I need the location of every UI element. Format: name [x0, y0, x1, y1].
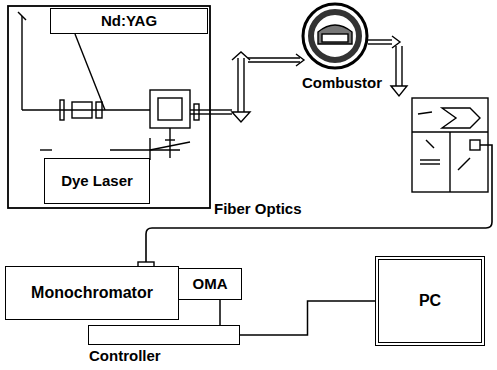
detector-box: OMA	[178, 268, 242, 300]
laser-box: Nd:YAG	[50, 8, 208, 34]
node-label: OMA	[193, 276, 228, 293]
instrument-box: Monochromator	[5, 266, 179, 320]
computer-monitor: PC	[375, 256, 485, 346]
node-label: Monochromator	[31, 284, 153, 302]
controller-box: Controller	[88, 325, 240, 345]
cable	[220, 300, 221, 325]
node-label: Nd:YAG	[101, 13, 157, 30]
cable-line	[219, 300, 221, 325]
laser-box: Dye Laser	[44, 158, 150, 204]
part-label: Combustor	[300, 74, 384, 91]
cable-line	[240, 301, 375, 335]
node-label: Controller	[89, 348, 161, 365]
node-label: PC	[419, 292, 441, 310]
part-label: Fiber Optics	[212, 200, 304, 217]
node-label: Dye Laser	[61, 173, 133, 190]
cable	[240, 301, 375, 335]
